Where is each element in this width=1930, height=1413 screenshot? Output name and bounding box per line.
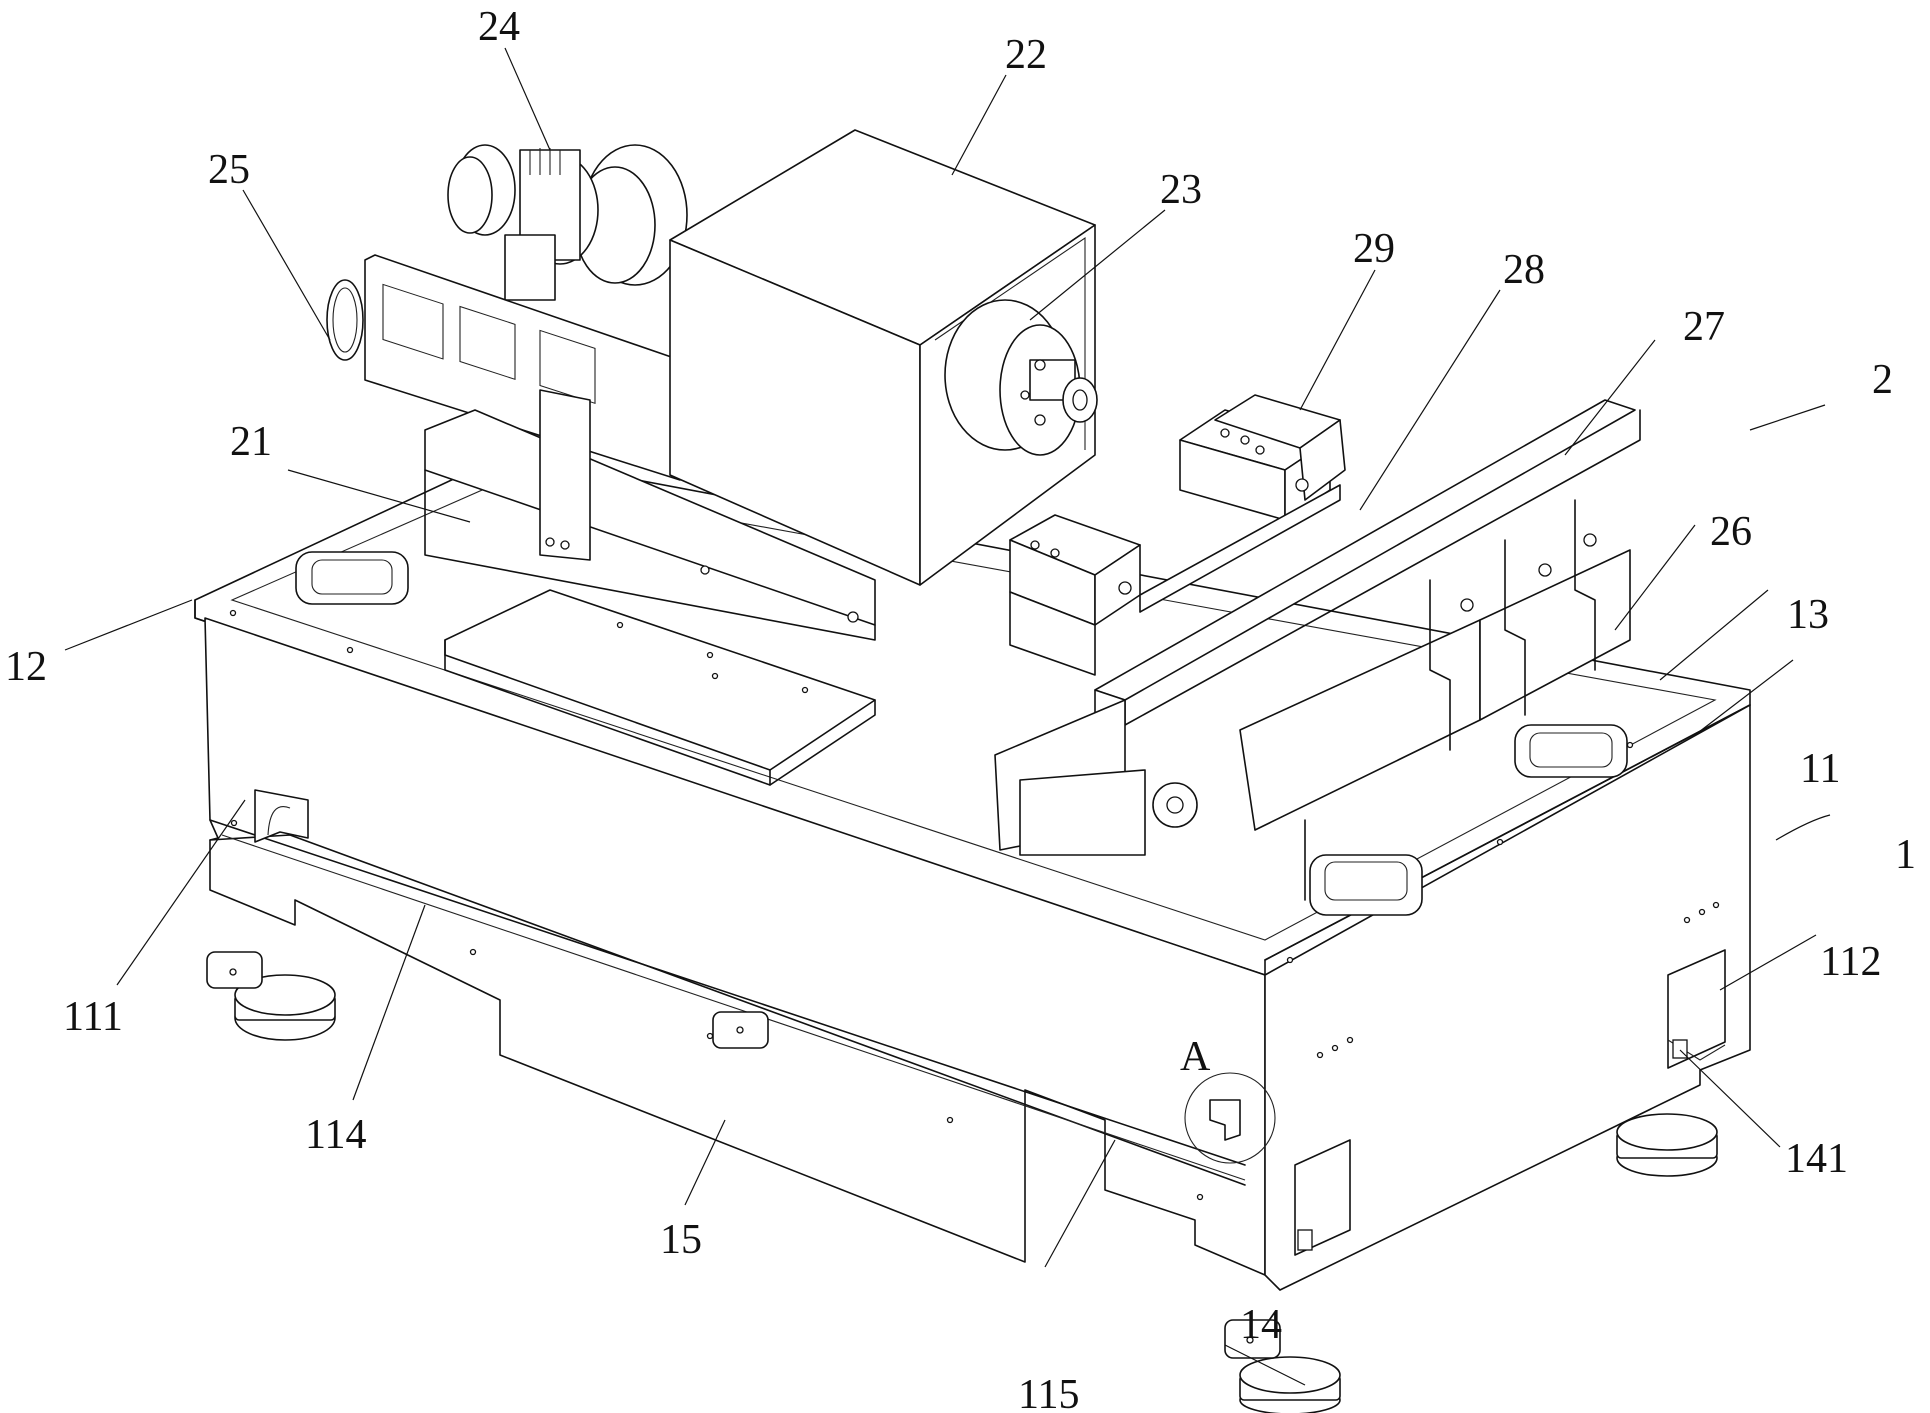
feeder-assembly bbox=[994, 399, 1641, 901]
label-2: 2 bbox=[1872, 357, 1893, 403]
label-141: 141 bbox=[1785, 1136, 1848, 1182]
carriage-plate bbox=[444, 589, 876, 786]
headstock-box bbox=[669, 129, 1098, 586]
label-13: 13 bbox=[1787, 592, 1829, 638]
label-11: 11 bbox=[1800, 746, 1840, 792]
label-12: 12 bbox=[5, 644, 47, 690]
label-1: 1 bbox=[1895, 832, 1916, 878]
lifting-handles bbox=[295, 551, 1628, 916]
label-26: 26 bbox=[1710, 509, 1752, 555]
label-115: 115 bbox=[1018, 1372, 1079, 1413]
label-a: A bbox=[1180, 1034, 1211, 1080]
label-25: 25 bbox=[208, 147, 250, 193]
base-right-face bbox=[1264, 704, 1751, 1291]
label-111: 111 bbox=[63, 994, 123, 1040]
label-15: 15 bbox=[660, 1217, 702, 1263]
base-frame bbox=[194, 454, 1751, 1291]
detail-a-circle bbox=[1184, 1072, 1276, 1164]
wavy-leader-2 bbox=[1749, 404, 1826, 431]
foot-back-right bbox=[1616, 1113, 1718, 1177]
guide-plate-21 bbox=[424, 389, 876, 641]
label-24: 24 bbox=[478, 4, 520, 50]
wavy-leader-1 bbox=[1775, 814, 1831, 841]
label-27: 27 bbox=[1683, 304, 1725, 350]
pad-15 bbox=[712, 1011, 769, 1049]
label-22: 22 bbox=[1005, 32, 1047, 78]
leader-lines bbox=[64, 47, 1831, 1386]
spindle-drive bbox=[326, 144, 688, 481]
label-114: 114 bbox=[305, 1112, 366, 1158]
foot-front-left bbox=[206, 951, 336, 1041]
label-14: 14 bbox=[1240, 1302, 1282, 1348]
leveling-feet bbox=[206, 951, 1718, 1413]
reference-labels: 24 22 25 23 29 28 27 2 21 26 13 12 11 1 … bbox=[5, 4, 1916, 1413]
label-23: 23 bbox=[1160, 167, 1202, 213]
foot-front-right bbox=[1224, 1319, 1341, 1413]
label-28: 28 bbox=[1503, 247, 1545, 293]
label-29: 29 bbox=[1353, 226, 1395, 272]
tool-blocks bbox=[1009, 394, 1346, 676]
chuck-23 bbox=[944, 299, 1098, 456]
frame-holes bbox=[229, 609, 1720, 1201]
label-21: 21 bbox=[230, 419, 272, 465]
label-112: 112 bbox=[1820, 939, 1881, 985]
